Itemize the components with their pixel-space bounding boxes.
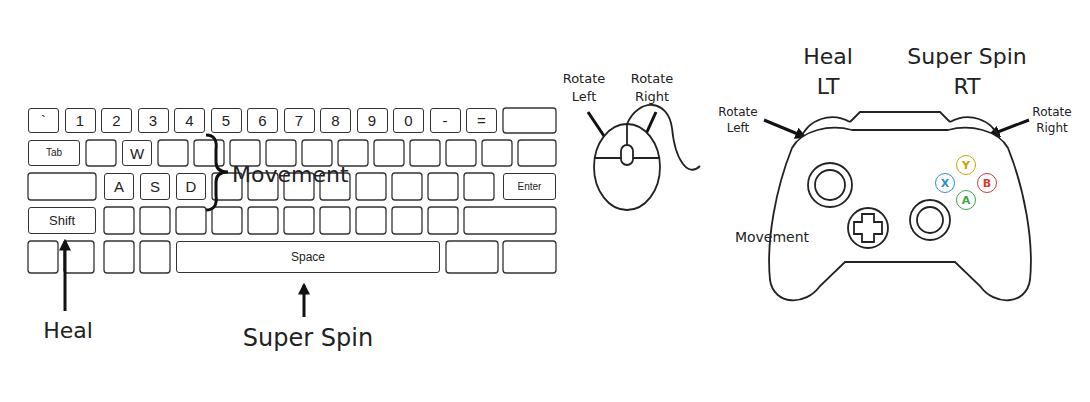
face-button: Y [956,155,976,175]
key-label: 0 [404,113,412,128]
key-cap: 0 [393,108,424,133]
key-cap: 5 [211,108,242,133]
key-cap: Enter [503,173,556,200]
key-label: 8 [331,113,339,128]
control-label: Movement [722,228,822,247]
key-cap: W [122,140,152,166]
key-label: 3 [149,113,157,128]
control-label: LT [783,72,873,102]
key-label: 6 [258,113,266,128]
key-label: Tab [46,148,62,158]
key-label: Enter [518,182,542,192]
key-cap: 8 [320,108,351,133]
mouse [594,105,700,210]
key-cap: Tab [28,140,80,166]
key-label: = [477,113,486,128]
key-cap: S [140,173,170,200]
button-letter: B [983,178,991,189]
control-label: Rotate Left [554,70,614,105]
button-letter: X [941,178,949,189]
key-cap: Space [176,241,440,273]
key-label: ` [41,113,46,128]
key-cap: 2 [101,108,132,133]
button-letter: Y [962,160,970,171]
key-cap: - [430,108,461,133]
control-label: Rotate Right [622,70,682,105]
control-label: Heal [23,316,113,346]
key-cap: 7 [284,108,315,133]
key-label: 1 [76,113,84,128]
key-label: Space [291,251,325,263]
controller [769,112,1031,300]
control-label: Rotate Left [711,104,765,136]
brace [206,135,228,210]
key-cap: ` [28,108,59,133]
key-cap: 1 [65,108,96,133]
key-label: A [114,179,124,194]
control-label: Heal [783,42,873,72]
key-label: 7 [295,113,303,128]
control-label: Movement [232,160,392,190]
key-label: S [150,179,160,194]
face-button: A [956,190,976,210]
key-cap: 3 [138,108,169,133]
face-button: X [935,173,955,193]
key-cap: A [104,173,134,200]
face-button: B [977,173,997,193]
key-cap: 9 [357,108,388,133]
control-label: Rotate Right [1025,104,1079,136]
key-label: Shift [49,214,75,227]
key-cap: 6 [247,108,278,133]
key-label: - [443,113,448,128]
key-label: 2 [112,113,120,128]
key-label: 5 [222,113,230,128]
key-label: D [186,179,197,194]
control-label: Super Spin [208,322,408,354]
key-label: W [130,146,144,161]
key-cap: 4 [174,108,205,133]
key-label: 9 [368,113,376,128]
button-letter: A [962,195,971,206]
key-label: 4 [185,113,193,128]
key-cap: Shift [28,207,96,234]
control-label: RT [922,72,1012,102]
control-label: Super Spin [877,42,1057,72]
blank-keys [28,108,556,273]
key-cap: D [176,173,206,200]
key-cap: = [466,108,497,133]
